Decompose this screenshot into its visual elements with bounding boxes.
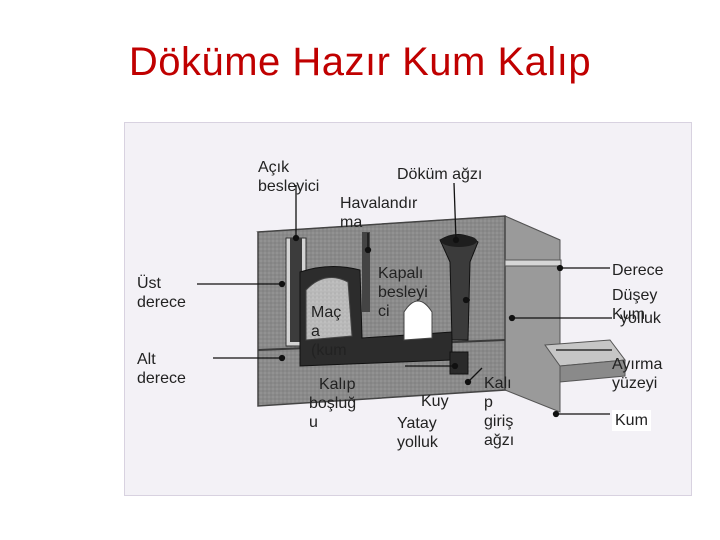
label-sprue-overlap-kum: Kum xyxy=(612,306,645,323)
label-pouring-basin: Döküm ağzı xyxy=(397,166,483,183)
label-vent: Havalandır ma xyxy=(340,195,418,231)
closed-riser-shape xyxy=(403,300,433,341)
label-sprue: Düşey xyxy=(612,287,658,304)
label-parting-surface: Ayırma yüzeyi xyxy=(612,356,663,392)
well-shape xyxy=(449,351,469,375)
label-runner: Yatay yolluk xyxy=(397,415,438,451)
label-cope: Üst derece xyxy=(137,275,186,311)
core-shape xyxy=(305,277,353,341)
label-core: Maç a (kum xyxy=(311,304,347,359)
label-ingate: Kalı p giriş ağzı xyxy=(484,375,515,449)
label-flask: Derece xyxy=(612,262,664,279)
label-sprue-yolluk: yolluk xyxy=(620,310,661,327)
label-well: Kuy xyxy=(421,393,449,410)
vent-shape xyxy=(362,232,370,312)
label-mold-cavity: Kalıp boşluğ u xyxy=(309,376,357,431)
label-open-riser: Açık besleyici xyxy=(258,159,320,195)
label-sand: Kum xyxy=(612,410,651,431)
label-closed-riser: Kapalı besleyi ci xyxy=(378,265,428,320)
label-drag: Alt derece xyxy=(137,351,186,387)
page-title: Döküme Hazır Kum Kalıp xyxy=(128,40,592,84)
flask-edge xyxy=(504,259,562,267)
